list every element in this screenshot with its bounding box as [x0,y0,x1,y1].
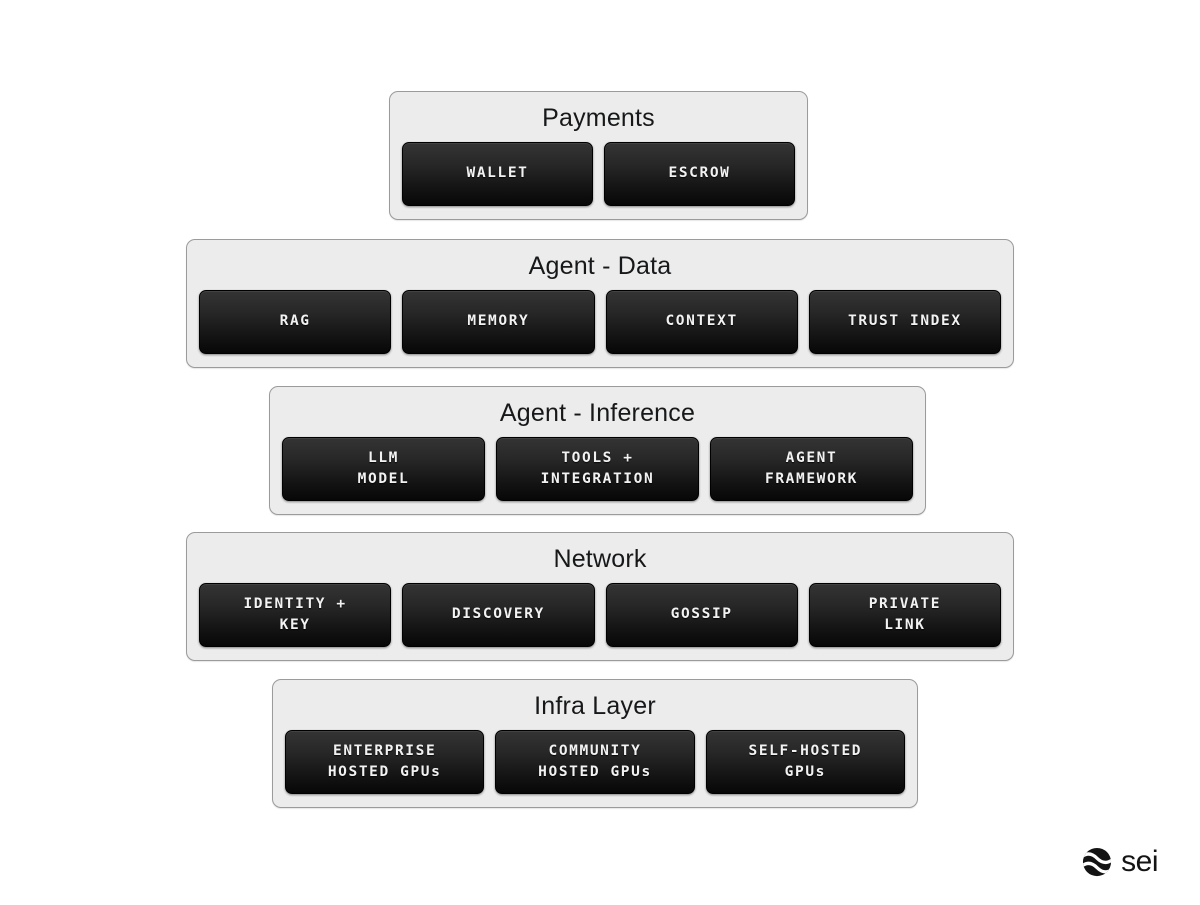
node-label: GOSSIP [670,606,733,623]
layer-title-network: Network [553,545,647,573]
layer-agent-data: Agent - Data RAG MEMORY CONTEXT TRUST IN… [186,239,1014,368]
node-label: WALLET [466,165,529,182]
node-label: CONTEXT [665,313,738,330]
node-label: ENTERPRISE HOSTED GPUs [327,742,442,780]
node-discovery[interactable]: DISCOVERY [402,583,595,647]
layer-nodes-agent-inference: LLM MODEL TOOLS + INTEGRATION AGENT FRAM… [270,437,925,514]
node-context[interactable]: CONTEXT [605,290,798,354]
node-label: TOOLS + INTEGRATION [540,449,655,487]
node-enterprise-hosted-gpus[interactable]: ENTERPRISE HOSTED GPUs [285,730,485,794]
node-label: COMMUNITY HOSTED GPUs [538,742,652,780]
node-llm-model[interactable]: LLM MODEL [282,437,485,501]
node-private-link[interactable]: PRIVATE LINK [808,583,1001,647]
node-label: DISCOVERY [451,606,545,623]
layer-network: Network IDENTITY + KEY DISCOVERY GOSSIP … [186,532,1014,661]
node-label: MEMORY [467,313,530,330]
node-community-hosted-gpus[interactable]: COMMUNITY HOSTED GPUs [495,730,695,794]
node-label: PRIVATE LINK [868,595,942,633]
node-memory[interactable]: MEMORY [402,290,595,354]
layer-nodes-agent-data: RAG MEMORY CONTEXT TRUST INDEX [187,290,1013,367]
node-label: IDENTITY + KEY [243,595,347,633]
layer-title-infra: Infra Layer [534,692,656,720]
node-escrow[interactable]: ESCROW [604,142,795,206]
layer-title-agent-data: Agent - Data [528,252,672,280]
sei-logo-text: sei [1121,845,1158,878]
layer-infra: Infra Layer ENTERPRISE HOSTED GPUs COMMU… [272,679,918,808]
node-label: AGENT FRAMEWORK [765,449,858,487]
node-label: SELF-HOSTED GPUs [748,742,863,780]
layer-payments: Payments WALLET ESCROW [389,91,808,220]
sei-logo: sei [1082,847,1158,877]
node-wallet[interactable]: WALLET [402,142,593,206]
node-self-hosted-gpus[interactable]: SELF-HOSTED GPUs [705,730,905,794]
layer-nodes-network: IDENTITY + KEY DISCOVERY GOSSIP PRIVATE … [187,583,1013,660]
layer-title-payments: Payments [542,104,655,132]
node-gossip[interactable]: GOSSIP [605,583,798,647]
node-tools-integration[interactable]: TOOLS + INTEGRATION [496,437,699,501]
node-trust-index[interactable]: TRUST INDEX [808,290,1001,354]
layer-nodes-infra: ENTERPRISE HOSTED GPUs COMMUNITY HOSTED … [273,730,917,807]
node-label: RAG [279,313,311,330]
node-label: LLM MODEL [357,449,410,487]
node-rag[interactable]: RAG [199,290,392,354]
layer-agent-inference: Agent - Inference LLM MODEL TOOLS + INTE… [269,386,926,515]
layer-title-agent-inference: Agent - Inference [499,399,696,427]
node-label: ESCROW [668,165,731,182]
node-identity-key[interactable]: IDENTITY + KEY [199,583,392,647]
layer-nodes-payments: WALLET ESCROW [390,142,807,219]
node-label: TRUST INDEX [848,313,962,330]
node-agent-framework[interactable]: AGENT FRAMEWORK [710,437,913,501]
sei-wave-circle-icon [1083,847,1112,877]
